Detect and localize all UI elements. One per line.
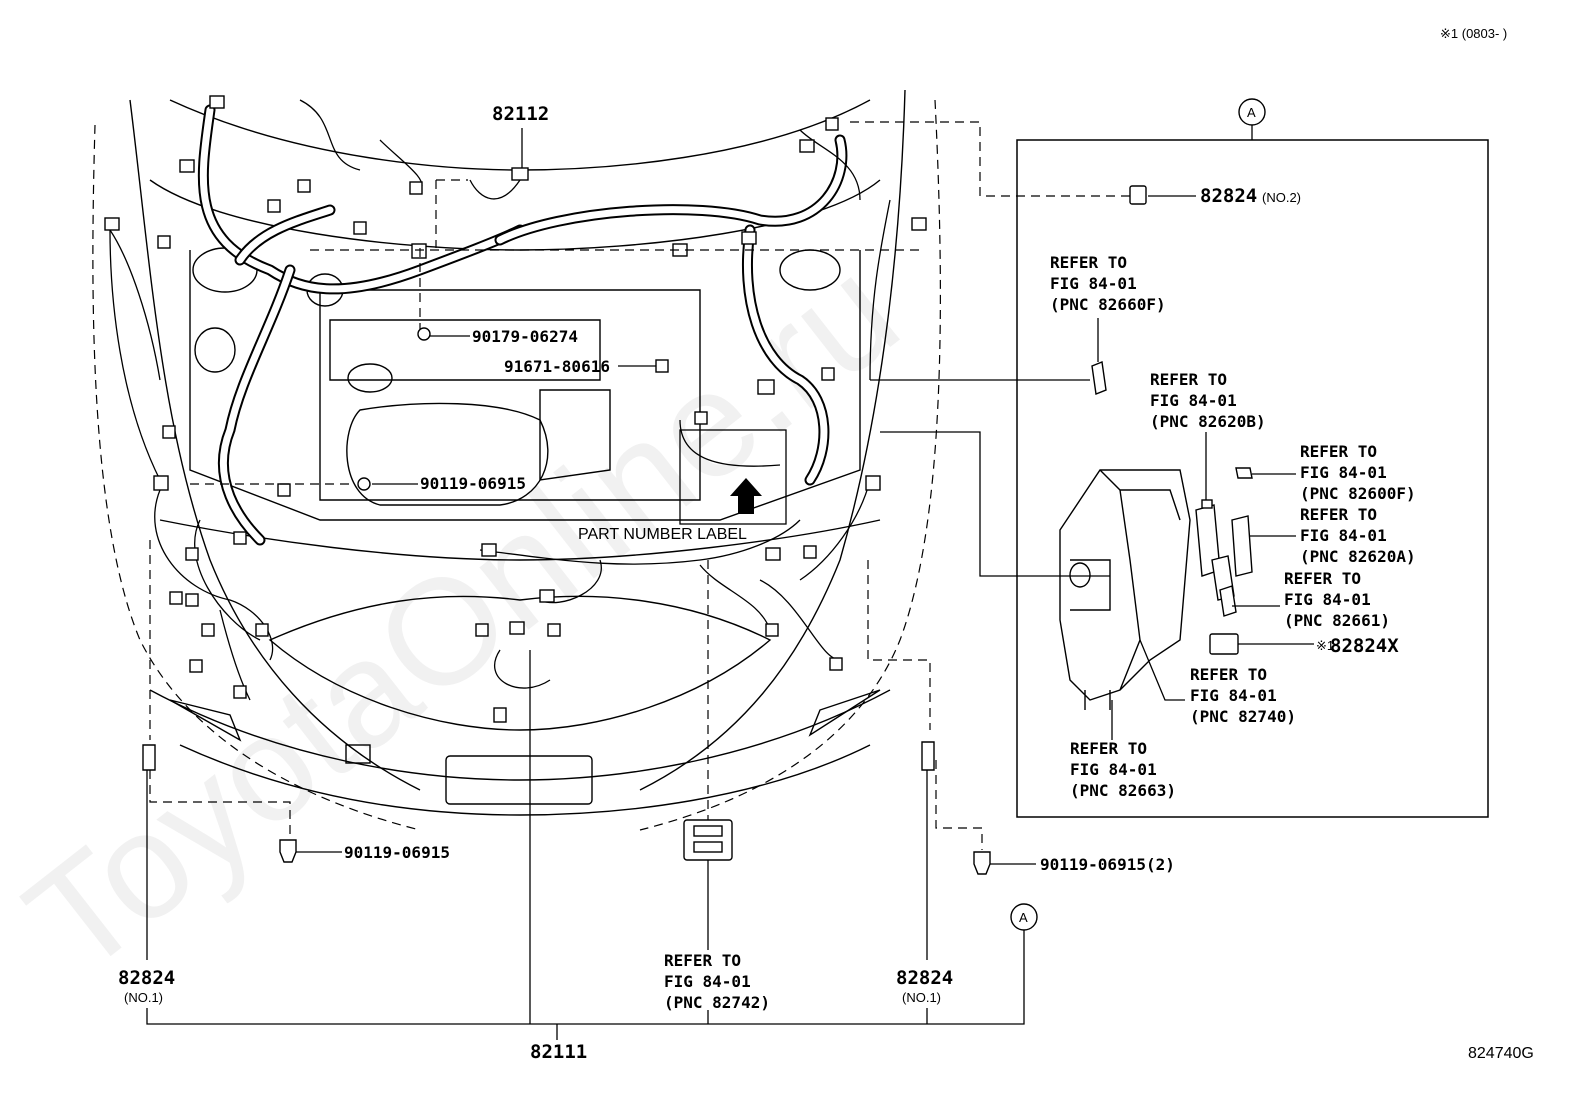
svg-text:FIG 84-01: FIG 84-01 <box>1070 760 1157 779</box>
label-82824-right: 82824 <box>896 967 953 989</box>
refer-82620A: REFER TO FIG 84-01 (PNC 82620A) <box>1300 505 1416 566</box>
refer-82663: REFER TO FIG 84-01 (PNC 82663) <box>1070 739 1176 800</box>
watermark: ToyotaOnline.ru <box>0 226 928 1005</box>
svg-text:REFER TO: REFER TO <box>1150 370 1227 389</box>
label-90179-06274: 90179-06274 <box>472 327 578 346</box>
svg-text:REFER TO: REFER TO <box>1070 739 1147 758</box>
svg-text:FIG 84-01: FIG 84-01 <box>1300 526 1387 545</box>
svg-text:(PNC 82742): (PNC 82742) <box>664 993 770 1012</box>
label-91671-80616: 91671-80616 <box>504 357 610 376</box>
fasteners <box>142 327 991 875</box>
refer-82600F: REFER TO FIG 84-01 (PNC 82600F) <box>1300 442 1416 503</box>
label-82824x: 82824X <box>1330 635 1399 657</box>
harness-connectors <box>104 95 927 723</box>
label-82824-no2-sub: (NO.2) <box>1262 190 1301 205</box>
svg-text:FIG 84-01: FIG 84-01 <box>1284 590 1371 609</box>
svg-text:(PNC 82620A): (PNC 82620A) <box>1300 547 1416 566</box>
svg-text:(PNC 82660F): (PNC 82660F) <box>1050 295 1166 314</box>
svg-text:A: A <box>1019 910 1028 925</box>
svg-text:(PNC 82661): (PNC 82661) <box>1284 611 1390 630</box>
callout-a-top: A <box>1238 98 1266 140</box>
refer-82660F: REFER TO FIG 84-01 (PNC 82660F) <box>1050 253 1166 314</box>
label-82824x-mark: ※1 <box>1316 638 1334 653</box>
svg-text:(PNC 82663): (PNC 82663) <box>1070 781 1176 800</box>
svg-text:FIG 84-01: FIG 84-01 <box>1300 463 1387 482</box>
leader-lines <box>146 121 1130 1040</box>
svg-text:REFER TO: REFER TO <box>664 951 741 970</box>
svg-text:(PNC 82620B): (PNC 82620B) <box>1150 412 1266 431</box>
detail-leader-lines <box>1097 195 1314 645</box>
label-82824-right-sub: (NO.1) <box>902 990 941 1005</box>
refer-82740: REFER TO FIG 84-01 (PNC 82740) <box>1190 665 1296 726</box>
engine-room-junction-block <box>1059 185 1253 740</box>
svg-text:REFER TO: REFER TO <box>1300 505 1377 524</box>
header-note: ※1 (0803- ) <box>1440 26 1507 41</box>
engine-wire-harness <box>109 99 891 701</box>
label-90119-06915-left: 90119-06915 <box>344 843 450 862</box>
label-82824-no2: 82824 <box>1200 185 1257 207</box>
svg-text:REFER TO: REFER TO <box>1190 665 1267 684</box>
label-90119-06915-right: 90119-06915(2) <box>1040 855 1175 874</box>
refer-82620B: REFER TO FIG 84-01 (PNC 82620B) <box>1150 370 1266 431</box>
svg-text:A: A <box>1247 105 1256 120</box>
label-82824-left: 82824 <box>118 967 175 989</box>
svg-text:FIG 84-01: FIG 84-01 <box>1150 391 1237 410</box>
svg-text:REFER TO: REFER TO <box>1300 442 1377 461</box>
label-82112: 82112 <box>492 103 549 125</box>
detail-box-a <box>1016 139 1489 818</box>
refer-82661: REFER TO FIG 84-01 (PNC 82661) <box>1284 569 1390 630</box>
label-82111: 82111 <box>530 1041 587 1063</box>
illustration-code: 824740G <box>1468 1045 1534 1062</box>
callout-a-bottom: A <box>1010 903 1038 931</box>
svg-text:FIG 84-01: FIG 84-01 <box>664 972 751 991</box>
label-82824-left-sub: (NO.1) <box>124 990 163 1005</box>
svg-text:(PNC 82740): (PNC 82740) <box>1190 707 1296 726</box>
label-90119-06915-upper: 90119-06915 <box>420 474 526 493</box>
svg-text:REFER TO: REFER TO <box>1284 569 1361 588</box>
svg-text:(PNC 82600F): (PNC 82600F) <box>1300 484 1416 503</box>
svg-text:FIG 84-01: FIG 84-01 <box>1190 686 1277 705</box>
refer-82742: REFER TO FIG 84-01 (PNC 82742) <box>664 951 770 1012</box>
part-number-label-arrow <box>679 429 787 525</box>
svg-text:FIG 84-01: FIG 84-01 <box>1050 274 1137 293</box>
part-number-label: PART NUMBER LABEL <box>578 526 747 543</box>
svg-text:REFER TO: REFER TO <box>1050 253 1127 272</box>
